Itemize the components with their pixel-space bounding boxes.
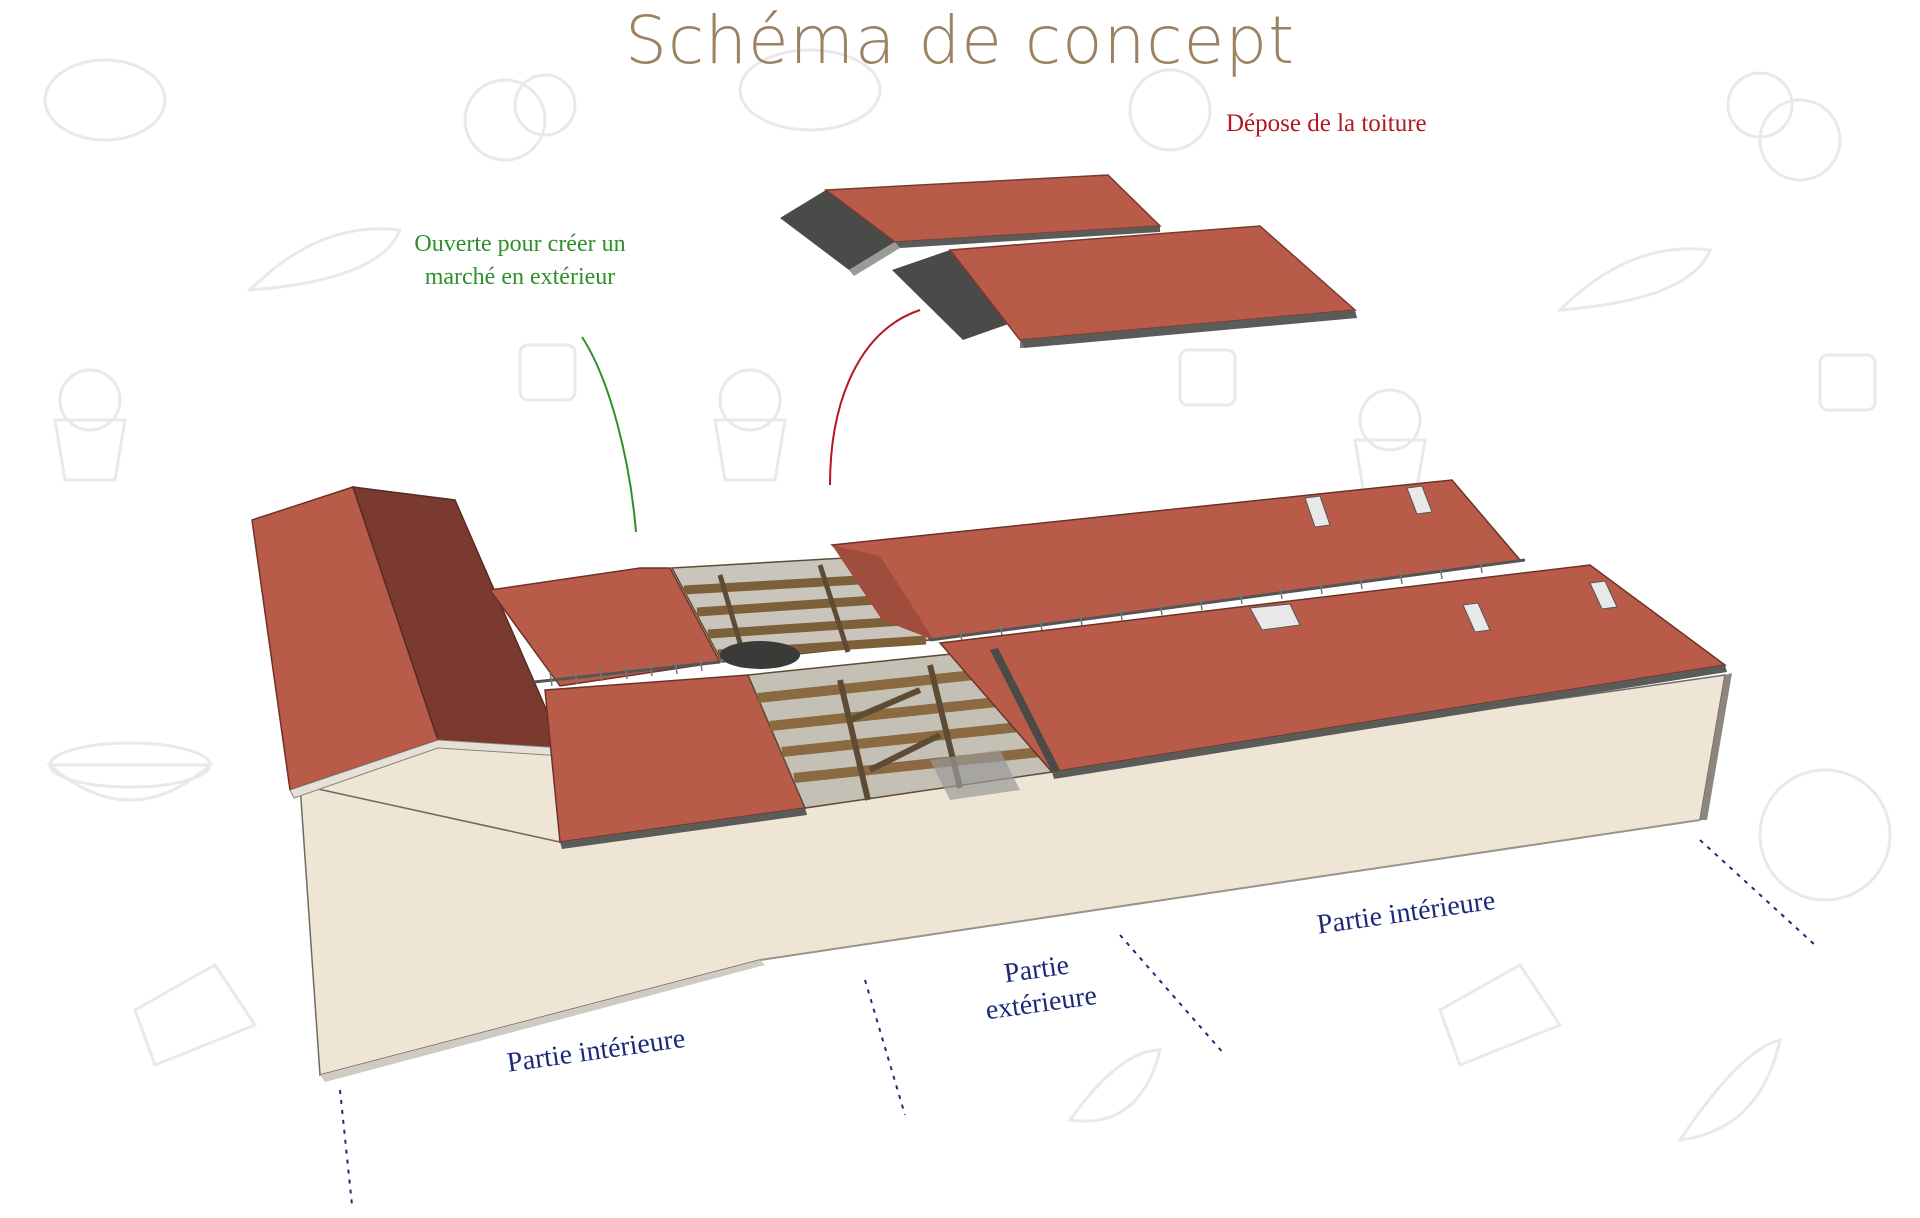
background-doodles xyxy=(43,48,1892,1142)
removed-roof xyxy=(780,174,1357,348)
building xyxy=(251,479,1732,1082)
market-pointer-line xyxy=(581,336,637,533)
page-title: Schéma de concept xyxy=(625,2,1295,79)
zone-dividers xyxy=(339,839,1816,1206)
roof-removal-label: Dépose de la toiture xyxy=(1226,110,1427,137)
roof-removal-arrow xyxy=(829,309,921,486)
ridge-rails xyxy=(533,558,1526,684)
open-market-label: Ouverte pour créer un marché en extérieu… xyxy=(414,231,626,290)
